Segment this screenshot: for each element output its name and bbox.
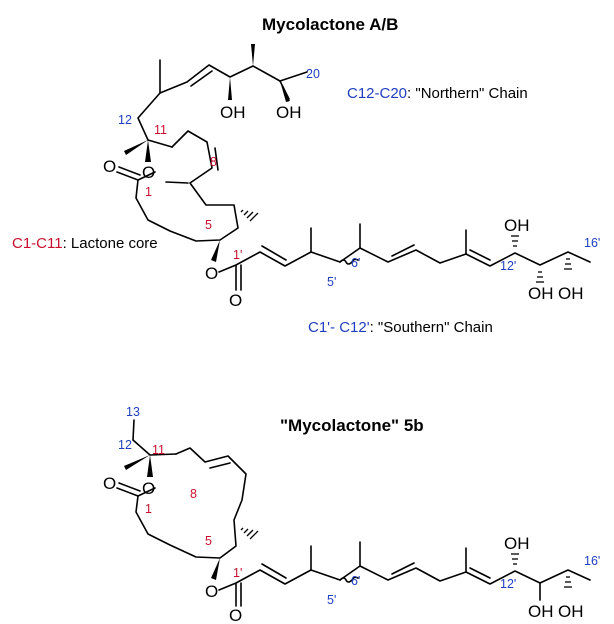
wedge-c5-o — [211, 240, 220, 262]
bond-c10p-double-inner — [469, 249, 491, 261]
oh-c13p-2: OH — [528, 602, 554, 621]
bond-c17-double-inner — [190, 70, 213, 87]
label-c6p-2: 6' — [351, 574, 360, 588]
label-c11-2: 11 — [152, 443, 165, 457]
oh-c13p: OH — [528, 284, 554, 303]
label-c1p: 1' — [233, 248, 242, 262]
southern-chain-backbone-2 — [218, 565, 591, 591]
hash-c13p-oh — [536, 271, 544, 283]
bond-c1-carbonyl-2b — [118, 482, 141, 492]
label-c5-2: 5 — [205, 534, 212, 548]
label-c11: 11 — [154, 123, 167, 137]
ester-o-c5-2: O — [205, 582, 218, 601]
bond-c12-c13 — [132, 419, 135, 441]
annotation-northern-text: : "Northern" Chain — [407, 85, 528, 102]
annotation-lactone-core: C1-C11: Lactone core — [12, 235, 158, 252]
wedge-c11-o-2 — [147, 455, 153, 477]
lactone-ring — [135, 130, 239, 242]
ester-o-c5: O — [205, 264, 218, 283]
carbonyl-o-c1p: O — [229, 291, 242, 310]
bond-c2p-double-inner — [261, 245, 287, 261]
hash-c12p-oh — [511, 235, 519, 247]
carbonyl-o-c1p-2: O — [229, 606, 242, 624]
label-c12p-2: 12' — [500, 577, 516, 591]
molecule-mycolactone-5b: "Mycolactone" 5b 13 12 11 O O 8 1 5 O O — [103, 405, 600, 624]
annotation-northern-range: C12-C20 — [347, 85, 407, 102]
ring-o-c11: O — [142, 163, 155, 182]
annotation-lactone-range: C1-C11 — [12, 235, 63, 252]
oh-c15: OH — [220, 103, 246, 122]
label-c6p: 6' — [351, 256, 360, 270]
annotation-lactone-text: : Lactone core — [63, 235, 158, 252]
label-c12: 12 — [118, 113, 132, 127]
label-c20: 20 — [306, 67, 320, 81]
wavy-bond-c5p — [339, 258, 359, 265]
bond-c2p-double-inner-2 — [261, 563, 287, 579]
ring-o-c11-2: O — [142, 479, 155, 498]
label-c16p: 16' — [584, 236, 600, 250]
label-c1p-2: 1' — [233, 566, 242, 580]
bond-c10p-double-inner-2 — [469, 567, 491, 579]
bond-c9-methyl — [165, 181, 189, 184]
bond-c1-carbonyl-2a — [116, 487, 139, 497]
annotation-southern-chain: C1'- C12': "Southern" Chain — [308, 319, 493, 336]
hash-c15p-oh-2 — [564, 576, 572, 588]
bond-c8p-double-inner — [391, 244, 415, 257]
southern-chain-backbone — [218, 247, 591, 273]
label-c5p: 5' — [327, 275, 336, 289]
annotation-northern-chain: C12-C20: "Northern" Chain — [347, 85, 528, 102]
wedge-c11-o — [145, 140, 151, 162]
bond-c8p-double-inner-2 — [391, 562, 415, 575]
wedge-c12-methyl-2 — [124, 455, 150, 470]
label-c13: 13 — [126, 405, 140, 419]
wedge-c15-oh — [228, 77, 232, 100]
hash-c12p-oh-2 — [511, 553, 519, 565]
bond-c8-double-inner — [214, 147, 219, 171]
label-c16p-2: 16' — [584, 554, 600, 568]
carbonyl-o-c1-2: O — [103, 474, 116, 493]
bond-c1-carbonyl-a — [116, 171, 139, 181]
label-c1: 1 — [145, 185, 152, 199]
annotation-southern-range: C1'- C12' — [308, 319, 370, 336]
oh-c12p: OH — [504, 216, 530, 235]
oh-c12p-2: OH — [504, 534, 530, 553]
bond-c8-double-inner-2 — [209, 462, 231, 469]
oh-c15p: OH — [558, 284, 584, 303]
c12-c11-bond — [147, 139, 173, 148]
molecule-1-title: Mycolactone A/B — [262, 15, 398, 34]
label-c8: 8 — [210, 155, 217, 169]
carbonyl-o-c1: O — [103, 157, 116, 176]
label-c5p-2: 5' — [327, 593, 336, 607]
wedge-c16-methyl — [251, 44, 255, 66]
lactone-ring-2 — [135, 447, 247, 559]
annotation-southern-text: : "Southern" Chain — [370, 319, 493, 336]
wedge-c12-methyl — [124, 140, 148, 155]
label-c1-2: 1 — [145, 502, 152, 516]
bond-c1-carbonyl-b — [118, 166, 141, 176]
wedge-c5-o-2 — [211, 558, 220, 580]
label-c5: 5 — [205, 218, 212, 232]
wavy-bond-c5p-2 — [339, 576, 359, 583]
hash-c15p-oh — [564, 258, 572, 270]
wedge-c13-oh — [280, 81, 290, 102]
hash-c6-methyl-2 — [240, 527, 259, 540]
label-c12-2: 12 — [118, 438, 132, 452]
label-c8-2: 8 — [190, 487, 197, 501]
northern-chain-backbone — [137, 64, 308, 141]
oh-c19: OH — [276, 103, 302, 122]
label-c12p: 12' — [500, 259, 516, 273]
oh-c15p-2: OH — [558, 602, 584, 621]
molecule-mycolactone-ab: Mycolactone A/B OH OH 20 12 11 O O 8 1 5 — [103, 15, 600, 310]
hash-c6-methyl — [240, 209, 259, 222]
molecule-2-title: "Mycolactone" 5b — [280, 416, 424, 435]
